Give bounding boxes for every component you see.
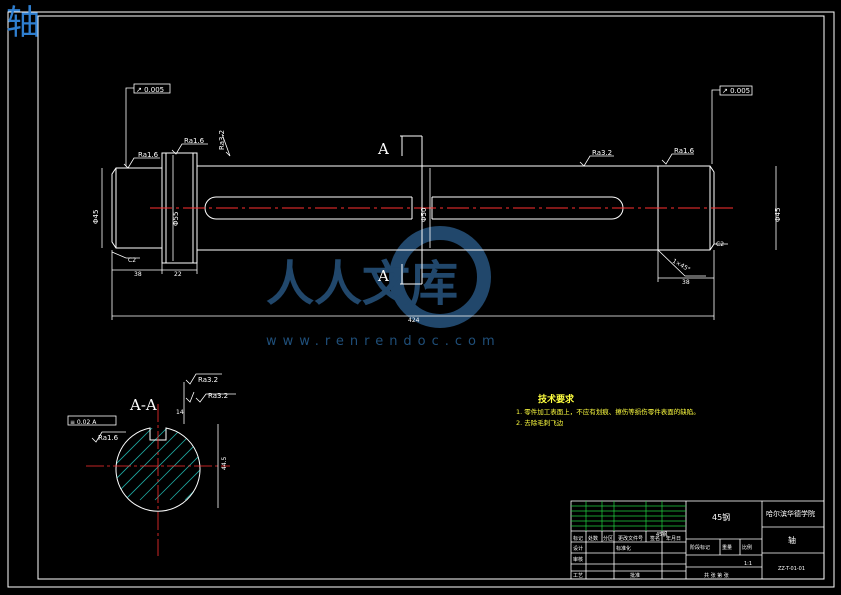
len-right: 38: [682, 279, 690, 286]
tb-weight-label: 重量: [722, 544, 732, 551]
tb-part-name: 轴: [788, 535, 796, 545]
tb-drawing-no: ZZ-T-01-01: [778, 566, 805, 572]
roughness-3: Ra3.2: [218, 130, 226, 150]
runout-left-text: ↗ 0.005: [136, 86, 164, 94]
section-a-a: [67, 373, 236, 556]
section-rough-1: Ra3.2: [198, 376, 218, 384]
dia-main: Φ50: [420, 208, 428, 222]
tb-scale: 1:1: [744, 561, 752, 567]
watermark-brand: 人人文库: [266, 256, 458, 312]
corner-part-label: 轴: [6, 3, 40, 43]
tb-role-craft: 工艺: [573, 573, 583, 579]
len-total: 424: [408, 317, 420, 324]
tb-header-2: 处数: [588, 535, 598, 542]
chamfer-left: C2: [128, 257, 136, 264]
dimension-lines: [101, 87, 777, 320]
tb-header-6: 年月日: [666, 535, 681, 542]
tb-header-1: 标记: [573, 535, 583, 542]
tb-role-check: 审核: [573, 556, 583, 563]
title-block-grid: [571, 501, 686, 531]
roughness-4: Ra3.2: [592, 149, 612, 157]
title-block: [570, 500, 825, 580]
dia-left: Φ45: [92, 210, 100, 224]
len-shoulder: 22: [174, 271, 182, 278]
section-marker-bottom: A: [377, 267, 389, 285]
tb-role-approve: 批准: [630, 572, 640, 579]
section-rough-3: Ra1.6: [98, 434, 119, 442]
dia-shoulder: Φ55: [172, 212, 180, 226]
runout-tolerance-right: ↗ 0.005: [719, 85, 753, 96]
section-depth: 44.5: [221, 456, 228, 470]
tb-header-3: 分区: [603, 535, 613, 542]
runout-tolerance-left: ↗ 0.005: [133, 83, 171, 94]
section-rough-2: Ra3.2: [208, 392, 228, 400]
tech-req-title: 技术要求: [538, 393, 575, 405]
tb-header-5: 签名: [650, 535, 660, 542]
roughness-1: Ra1.6: [138, 151, 159, 159]
inner-frame: [37, 15, 825, 580]
tb-material: 45钢: [712, 512, 730, 522]
roughness-5: Ra1.6: [674, 147, 695, 155]
tb-company: 哈尔滨华德学院: [766, 509, 815, 518]
roughness-2: Ra1.6: [184, 137, 205, 145]
tech-req-item-1: 1. 零件加工表面上，不应有划痕、擦伤等损伤零件表面的缺陷。: [516, 407, 700, 416]
watermark-logo: 人人文库: [266, 226, 491, 328]
tb-sheet: 共 张 第 张: [704, 572, 729, 579]
runout-right-text: ↗ 0.005: [722, 87, 750, 95]
watermark-url: www.renrendoc.com: [266, 334, 501, 349]
tb-header-4: 更改文件号: [618, 535, 643, 542]
tech-req-item-2: 2. 去除毛刺飞边: [516, 418, 564, 427]
outer-frame: [7, 11, 835, 588]
section-key-width: 14: [176, 409, 184, 416]
tb-role-design: 设计: [573, 545, 583, 552]
dia-right: Φ45: [774, 208, 782, 222]
chamfer-right2: C2: [716, 241, 724, 248]
tb-material-code: 45钢: [656, 531, 667, 538]
roughness-symbols: [123, 133, 694, 169]
tb-std-label: 标准化: [616, 545, 631, 552]
len-left: 38: [134, 271, 142, 278]
tb-scale-label: 比例: [742, 544, 752, 551]
tb-stage-label: 阶段标记: [690, 544, 710, 551]
section-key-sym: ≡ 0.02 A: [70, 419, 97, 426]
section-marks: [400, 135, 423, 285]
section-marker-top: A: [377, 140, 389, 158]
section-view-title: A-A: [129, 396, 157, 414]
